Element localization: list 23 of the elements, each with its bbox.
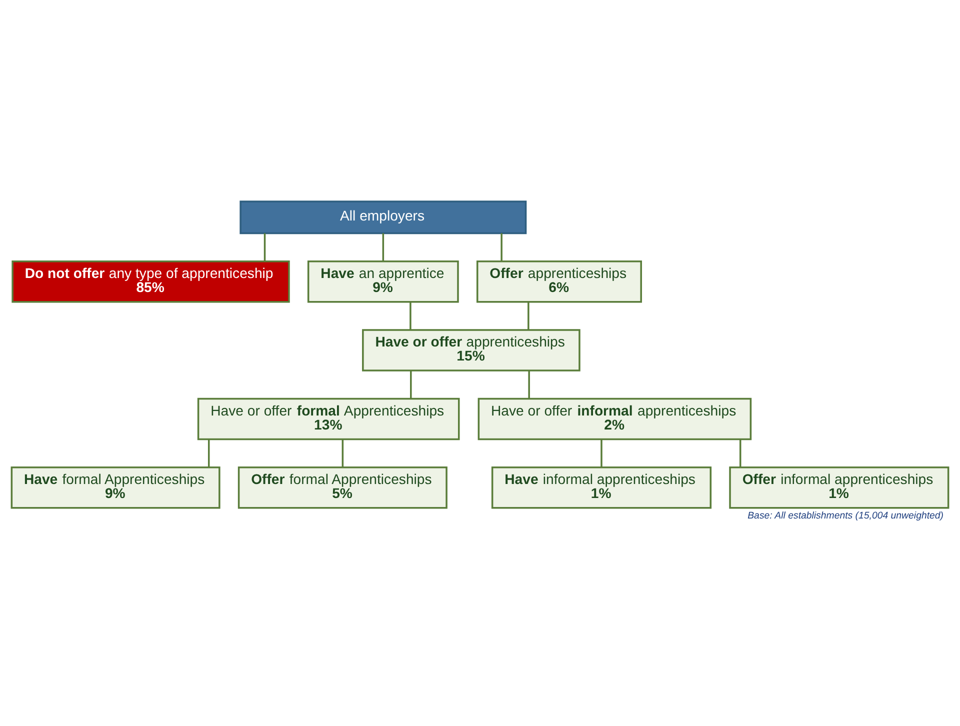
node-box: Have or offer informal apprenticeships 2%	[478, 397, 752, 440]
node-box: Have formal Apprenticeships 9%	[10, 466, 220, 508]
node-box: Have informal apprenticeships 1%	[491, 466, 712, 508]
node-box: Do not offer any type of apprenticeship 85%	[12, 260, 290, 302]
node-box: Have or offer formal Apprenticeships 13%	[197, 397, 460, 440]
node-box: Have an apprentice 9%	[307, 260, 459, 302]
connector	[500, 232, 502, 261]
connector	[208, 439, 210, 467]
node-box: Offer apprenticeships 6%	[476, 260, 642, 302]
node-box: Have or offer apprenticeships 15%	[362, 328, 580, 371]
connector	[600, 439, 602, 467]
connector	[382, 232, 384, 261]
node-box: Offer informal apprenticeships 1%	[729, 466, 950, 508]
connector	[410, 302, 412, 330]
node-box: All employers	[240, 200, 527, 234]
caption: Base: All establishments (15,004 unweighted)	[748, 510, 944, 521]
connector	[739, 439, 742, 467]
connector	[410, 370, 412, 398]
connector	[264, 232, 266, 261]
node-box: Offer formal Apprenticeships 5%	[238, 466, 448, 508]
connector	[528, 302, 530, 330]
connector	[342, 439, 344, 467]
connector	[528, 370, 530, 398]
